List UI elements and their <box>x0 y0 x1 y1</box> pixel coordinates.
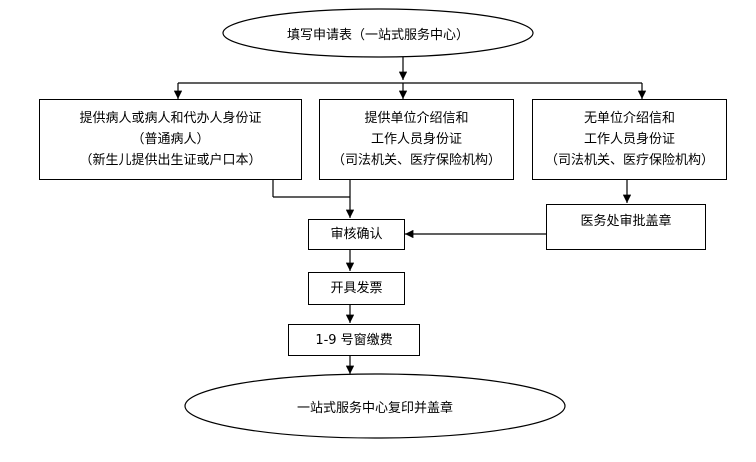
invoice-label: 开具发票 <box>330 281 383 296</box>
payment-box: 1-9 号窗缴费 <box>288 324 420 356</box>
branch-line: 工作人员身份证 <box>370 132 462 147</box>
invoice-box: 开具发票 <box>308 272 405 305</box>
approval-label: 医务处审批盖章 <box>580 214 672 229</box>
review-box: 审核确认 <box>308 219 405 250</box>
end-node: 一站式服务中心复印并盖章 <box>185 374 565 438</box>
branch-box-patient-id: 提供病人或病人和代办人身份证 （普通病人） （新生儿提供出生证或户口本） <box>39 99 302 180</box>
branch-line: 提供单位介绍信和 <box>364 111 469 126</box>
review-label: 审核确认 <box>330 227 383 242</box>
branch-line: 无单位介绍信和 <box>583 111 675 126</box>
branch-line: （普通病人） <box>131 132 210 147</box>
start-label: 填写申请表（一站式服务中心） <box>286 27 469 43</box>
end-label: 一站式服务中心复印并盖章 <box>296 400 453 416</box>
branch-line: 提供病人或病人和代办人身份证 <box>79 111 262 126</box>
branch-box-with-letter: 提供单位介绍信和 工作人员身份证 （司法机关、医疗保险机构） <box>319 99 514 180</box>
branch-box-without-letter: 无单位介绍信和 工作人员身份证 （司法机关、医疗保险机构） <box>532 99 727 180</box>
payment-label: 1-9 号窗缴费 <box>315 332 393 348</box>
end-oval-shape <box>184 373 566 439</box>
start-node: 填写申请表（一站式服务中心） <box>223 9 533 57</box>
branch-line: 工作人员身份证 <box>583 132 675 147</box>
branch-line: （司法机关、医疗保险机构） <box>331 153 501 168</box>
approval-box: 医务处审批盖章 <box>546 204 706 250</box>
branch-line: （司法机关、医疗保险机构） <box>544 153 714 168</box>
start-oval-shape <box>222 8 534 58</box>
branch-line: （新生儿提供出生证或户口本） <box>79 153 262 168</box>
